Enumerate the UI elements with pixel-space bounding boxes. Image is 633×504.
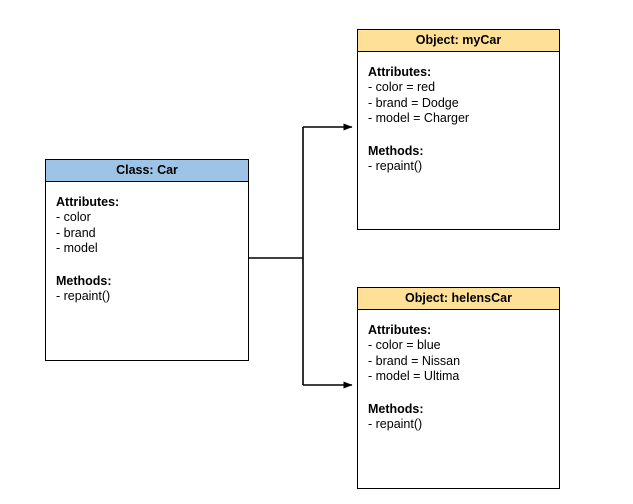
attribute-item: - model = Charger: [368, 111, 470, 125]
attribute-item: - model = Ultima: [368, 369, 460, 383]
object-box-header: Object: helensCar: [358, 288, 559, 310]
methods-label: Methods:: [368, 401, 424, 416]
method-item: - repaint(): [368, 158, 423, 173]
methods-label: Methods:: [56, 273, 112, 288]
class-box-body: Attributes: - color - brand - model Meth…: [46, 182, 248, 304]
class-box-header: Class: Car: [46, 160, 248, 182]
methods-label: Methods:: [368, 143, 424, 158]
attribute-item: - color = blue: [368, 338, 441, 352]
object-box-helenscar[interactable]: Object: helensCar Attributes: - color = …: [357, 287, 560, 489]
object-box-body: Attributes: - color = red - brand = Dodg…: [358, 52, 559, 174]
attribute-item: - color: [56, 210, 91, 224]
method-item: - repaint(): [368, 416, 423, 431]
class-box-car[interactable]: Class: Car Attributes: - color - brand -…: [45, 159, 249, 361]
attributes-label: Attributes:: [368, 65, 432, 79]
section-spacer: [56, 257, 248, 273]
attribute-item: - brand: [56, 225, 96, 240]
attribute-item: - color = red: [368, 80, 436, 94]
object-box-body: Attributes: - color = blue - brand = Nis…: [358, 310, 559, 432]
attributes-label: Attributes:: [56, 195, 120, 209]
attributes-label: Attributes:: [368, 323, 432, 337]
section-spacer: [368, 385, 559, 401]
object-box-header: Object: myCar: [358, 30, 559, 52]
object-box-mycar[interactable]: Object: myCar Attributes: - color = red …: [357, 29, 560, 230]
section-spacer: [368, 127, 559, 143]
method-item: - repaint(): [56, 288, 111, 303]
attribute-item: - brand = Nissan: [368, 353, 461, 368]
attribute-item: - model: [56, 241, 98, 255]
attribute-item: - brand = Dodge: [368, 95, 459, 110]
